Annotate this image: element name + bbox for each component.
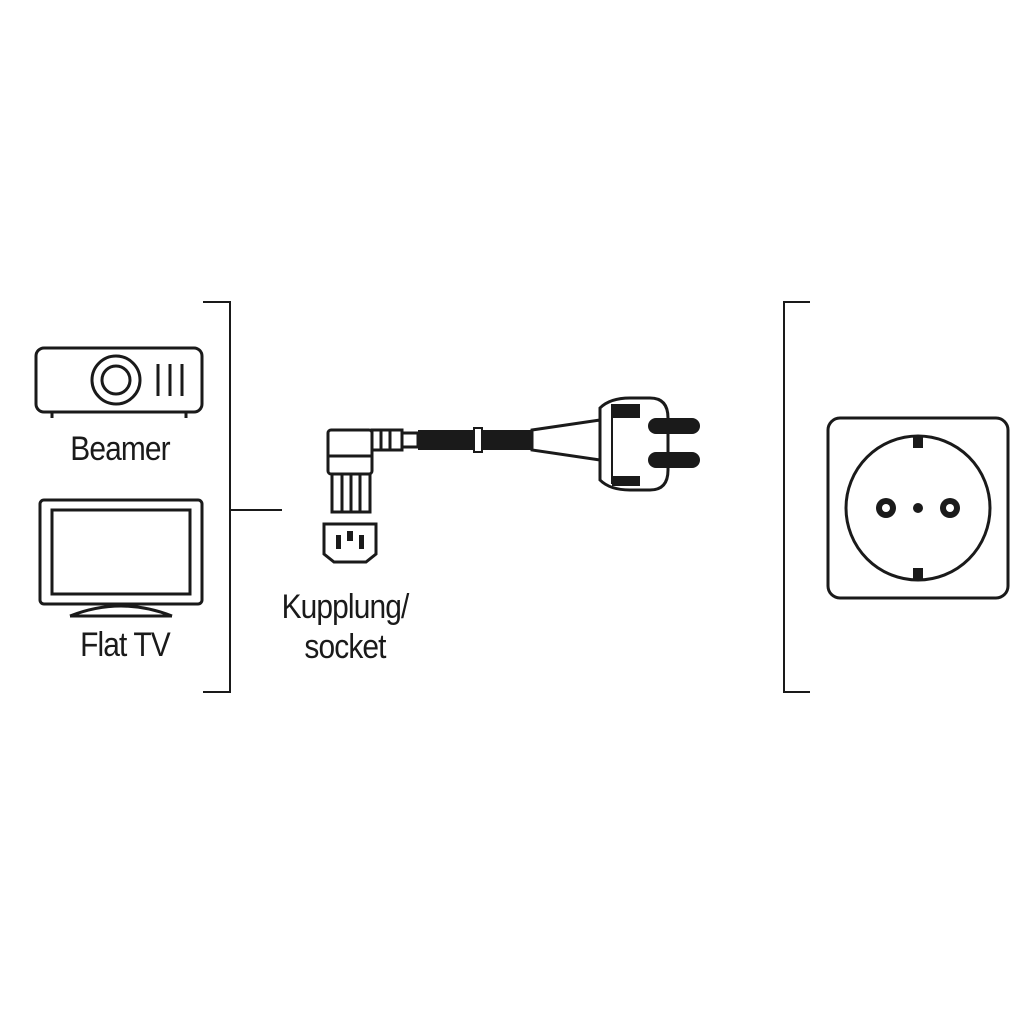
- socket-label: socket: [304, 628, 386, 666]
- projector-icon: [34, 346, 204, 418]
- left-bracket: [203, 301, 282, 693]
- tv-icon: [38, 498, 204, 618]
- iec-c13-socket-face-icon: [322, 522, 378, 564]
- flat-tv-label: Flat TV: [80, 626, 171, 664]
- right-bracket: [783, 301, 810, 693]
- schuko-wall-socket-icon: [826, 416, 1010, 600]
- iec-c13-angled-plug-icon: [326, 428, 420, 514]
- cable: [418, 427, 532, 453]
- kupplung-label: Kupplung/: [281, 588, 410, 626]
- beamer-label: Beamer: [70, 430, 170, 468]
- schuko-plug-icon: [530, 396, 700, 492]
